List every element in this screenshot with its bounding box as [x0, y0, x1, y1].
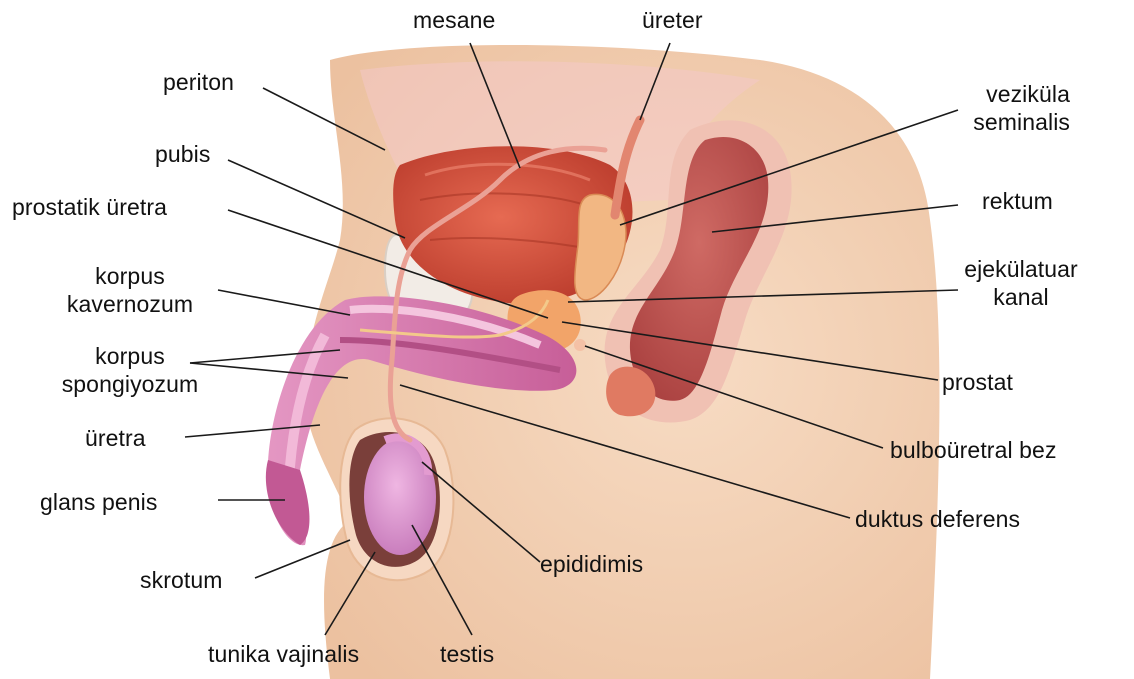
label-ejekulatuar-kanal: ejekülatuar kanal — [955, 255, 1087, 311]
label-prostat: prostat — [942, 368, 1013, 396]
label-glans-penis: glans penis — [40, 488, 157, 516]
label-korpus-kavernozum-line2: kavernozum — [40, 290, 220, 318]
bulbourethral-gland-shape — [574, 339, 586, 351]
label-periton: periton — [163, 68, 234, 96]
label-uretra: üretra — [85, 424, 146, 452]
label-prostatik-uretra: prostatik üretra — [12, 193, 167, 221]
label-korpus-kavernozum-line1: korpus — [40, 262, 220, 290]
label-vezikula-seminalis: veziküla seminalis — [958, 80, 1070, 136]
label-pubis: pubis — [155, 140, 210, 168]
label-bulbouretral-bez: bulboüretral bez — [890, 436, 1057, 464]
label-ejekulatuar-line1: ejekülatuar — [955, 255, 1087, 283]
label-korpus-spongiyozum-line2: spongiyozum — [40, 370, 220, 398]
label-skrotum: skrotum — [140, 566, 223, 594]
label-korpus-spongiyozum: korpus spongiyozum — [40, 342, 220, 398]
label-vezikula-line1: veziküla — [958, 80, 1070, 108]
label-tunika-vajinalis: tunika vajinalis — [208, 640, 359, 668]
label-ejekulatuar-line2: kanal — [955, 283, 1087, 311]
label-ureter: üreter — [642, 6, 703, 34]
label-mesane: mesane — [413, 6, 495, 34]
label-korpus-spongiyozum-line1: korpus — [40, 342, 220, 370]
label-rektum: rektum — [982, 187, 1053, 215]
label-testis: testis — [440, 640, 494, 668]
label-korpus-kavernozum: korpus kavernozum — [40, 262, 220, 318]
label-duktus-deferens: duktus deferens — [855, 505, 1020, 533]
label-epididimis: epididimis — [540, 550, 643, 578]
label-vezikula-line2: seminalis — [958, 108, 1070, 136]
